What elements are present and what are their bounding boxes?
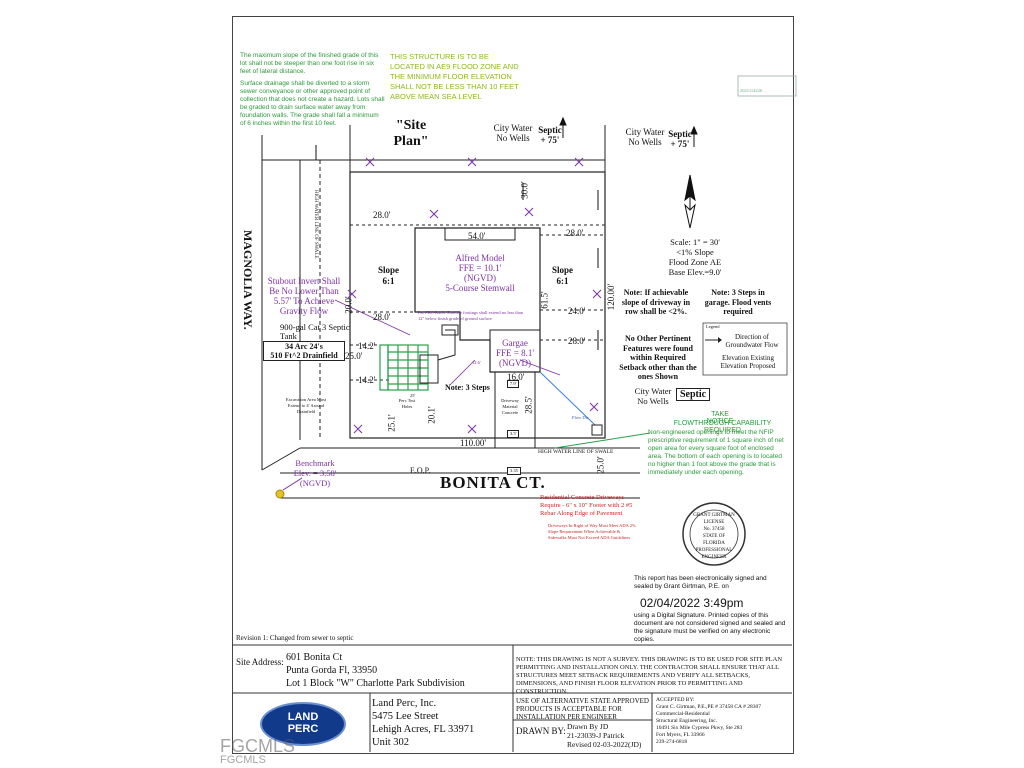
dim-label: 30.0' — [519, 181, 530, 199]
dim-label: 28.0' — [373, 312, 391, 322]
flowthrough-title: FLOWTHROUGH CAPABILITY REQUIRED — [673, 420, 772, 434]
dim-label: 61.5' — [539, 291, 550, 309]
scale-note: Scale: 1" = 30' <1% Slope Flood Zone AE … — [668, 237, 722, 277]
dim-label: 120.00' — [606, 283, 617, 311]
site-address: 601 Bonita Ct Punta Gorda Fl, 33950 Lot … — [286, 652, 465, 689]
legend-flow: Direction of Groundwater Flow — [725, 333, 779, 349]
stubout-note: Stubout Invert Shall Be No Lower Than 5.… — [267, 276, 341, 316]
street-name-magnolia: MAGNOLIA WAY. — [241, 230, 255, 330]
dim-label: 54.0' — [468, 231, 486, 241]
driveway-note: Note: If achievable slope of driveway in… — [621, 288, 691, 316]
site-plan-title: "Site Plan" — [393, 118, 429, 149]
garage-label: Gargae FFE = 8.1' (NGVD) — [496, 338, 534, 368]
high-water-line-side: HIGH WATER LINE OF SWALE — [313, 190, 318, 259]
dim-label: 28.0' — [373, 210, 391, 220]
septic-label-1: Septic+ 75' — [538, 125, 562, 145]
watermark-sub: FGCMLS — [220, 754, 266, 766]
dim-label: 25.0' — [345, 351, 363, 361]
watermark: FGCMLS — [220, 736, 296, 756]
signed-text: This report has been electronically sign… — [634, 575, 767, 590]
driveway-requirement: Residential Concrete Driveways Require -… — [540, 494, 633, 517]
survey-note: NOTE: THIS DRAWING IS NOT A SURVEY. THIS… — [516, 656, 783, 695]
spot-elev: 7.9' — [507, 380, 520, 388]
street-name-bonita: BONITA CT. — [440, 473, 546, 492]
drainage-note: Surface drainage shall be diverted to a … — [240, 80, 385, 127]
take-notice: TAKE NOTICE — [706, 411, 734, 425]
structure-note: THIS STRUCTURE IS TO BE LOCATED IN AE9 F… — [390, 52, 519, 101]
footer-note: Per FBC-R403: Exterior footings shall ex… — [418, 310, 523, 321]
dim-label: 25' — [410, 393, 416, 398]
garage-note: Note: 3 Steps in garage. Flood vents req… — [704, 288, 772, 316]
drawn-by: Drawn By JD 21-23039-J Patrick Revised 0… — [567, 722, 642, 749]
dim-label: 25.1' — [386, 414, 397, 432]
site-address-label: Site Address: — [236, 657, 284, 667]
house-model-label: Alfred Model FFE = 10.1' (NGVD) 5-Course… — [445, 253, 515, 293]
steps-note: Note: 3 Steps — [445, 383, 490, 392]
excavation-note: Excavation Area Must Extend to 4' Around… — [285, 397, 327, 414]
drawn-by-label: DRAWN BY: — [516, 726, 566, 736]
dim-label: 20.1' — [426, 406, 437, 424]
flowthrough-body: Non-engineered openings to meet the NFIP… — [648, 429, 784, 476]
stamp-small: 2021114226 — [740, 88, 763, 93]
spot-elev: 3.5' — [507, 430, 520, 438]
row-note: Driveways In Right of Way Must Meet ADA … — [548, 523, 636, 540]
dim-label: 25.0' — [595, 456, 606, 474]
septic-label-2: Septic+ 75' — [668, 129, 692, 149]
septic-tank-label: 900-gal Cat 3 Septic Tank — [280, 322, 350, 341]
high-water-line: HIGH WATER LINE OF SWALE — [538, 449, 614, 455]
flow-label: Flow Dir. — [572, 415, 590, 420]
legend-elev: Elevation Existing Elevation Proposed — [720, 354, 776, 370]
no-other-features-note: No Other Pertinent Features were found w… — [619, 334, 697, 381]
grading-note: The maximum slope of the finished grade … — [240, 52, 379, 75]
legend-title: Legend — [706, 324, 720, 329]
dim-label: 14.2' — [358, 341, 376, 351]
spot-elev: 3.35 — [507, 467, 521, 475]
dim-label: 14.2' — [358, 375, 376, 385]
dim-label: 28.0' — [568, 336, 586, 346]
drainfield-label: 34 Arc 24's 510 Ft^2 Drainfield — [263, 341, 345, 361]
signed-date: 02/04/2022 3:49pm — [640, 596, 744, 610]
alt-state-note: USE OF ALTERNATIVE STATE APPROVED PRODUC… — [516, 697, 649, 721]
accepted-by: ACCEPTED BY: Grant C. Girtman, P.E.,PE #… — [656, 697, 761, 745]
perc-holes: Perc Test Holes — [398, 398, 416, 409]
septic-label-3: Septic — [676, 388, 711, 401]
land-perc-logo: LAND PERC — [260, 702, 346, 746]
driveway-material: Driveway Material Concrete — [501, 398, 519, 415]
company-address: Land Perc, Inc. 5475 Lee Street Lehigh A… — [372, 698, 475, 748]
dim-label: 16.0' — [507, 372, 525, 382]
dim-label: 24.0' — [568, 306, 586, 316]
dim-label: 28.5' — [523, 396, 534, 414]
revision-note: Revision 1: Changed from sewer to septic — [236, 634, 354, 642]
dim-label: 28.0' — [566, 228, 584, 238]
dim-label: 12.6' — [472, 360, 481, 365]
engineer-seal: GRANT GIRTMAN LICENSE No. 37458 STATE OF… — [693, 513, 735, 560]
eop-label: E.O.P. — [410, 466, 431, 475]
signed-note: using a Digital Signature. Printed copie… — [634, 612, 786, 643]
benchmark-label: Benchmark Elev. = 3.58' (NGVD) — [293, 458, 337, 488]
dim-label: 110.00' — [460, 438, 487, 448]
